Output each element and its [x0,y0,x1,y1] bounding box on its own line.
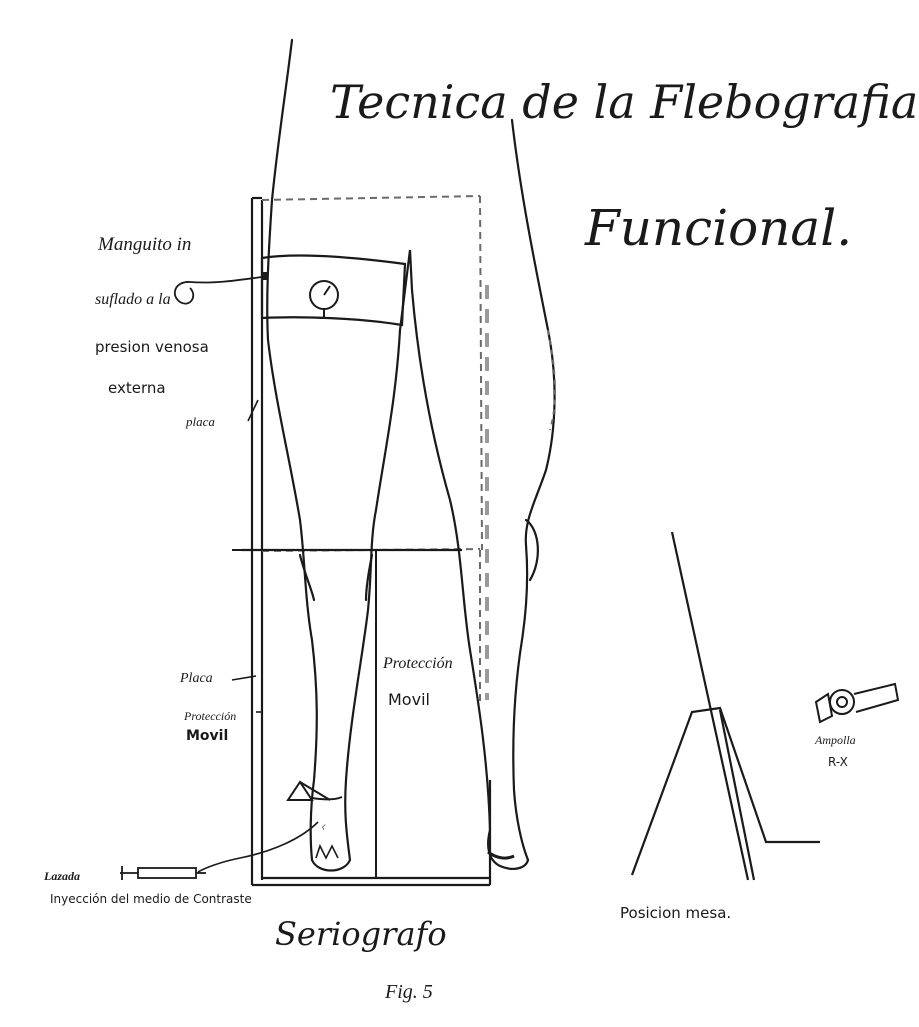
plate-dashed-outline [262,196,482,705]
leader-lines [232,400,262,712]
left-toes [316,846,338,858]
label-lazada: Lazada [43,869,80,883]
label-seriografo: Seriografo [275,915,447,953]
label-proteccion-center-2: Movil [388,690,430,709]
label-manguito-2: suflado a la [95,291,171,308]
label-manguito-4: externa [108,379,166,397]
label-manguito-1: Manguito in [97,234,191,255]
syringe-icon [120,866,206,880]
label-placa-lower: Placa [179,671,213,686]
label-placa-upper: placa [185,414,215,429]
seriograph-frame [252,198,490,885]
label-manguito-3: presion venosa [95,338,209,356]
label-ampolla-1: Ampolla [814,733,856,747]
foot-vein-mark: ᚲ [318,821,326,836]
label-proteccion-center-1: Protección [382,655,453,672]
pressure-cuff [262,256,405,325]
title-line-2: Funcional. [584,199,852,257]
label-proteccion-left-2: Movil [186,728,228,744]
label-posicion-mesa: Posicion mesa. [620,904,731,922]
label-proteccion-left-1: Protección [183,709,236,723]
injection-tube [198,822,318,872]
label-ampolla-2: R-X [828,755,848,769]
ankle-tourniquet [288,782,342,800]
inflation-tube [175,277,262,304]
body-outline [267,40,554,871]
manometer-icon [310,281,338,318]
cuff-valve [263,272,268,280]
label-inyeccion: Inyección del medio de Contraste [50,892,252,906]
title-line-1: Tecnica de la Flebografia. [330,75,919,129]
xray-tube-icon [816,684,898,722]
figure-number: Fig. 5 [384,981,433,1003]
table-position-inset [632,532,820,880]
